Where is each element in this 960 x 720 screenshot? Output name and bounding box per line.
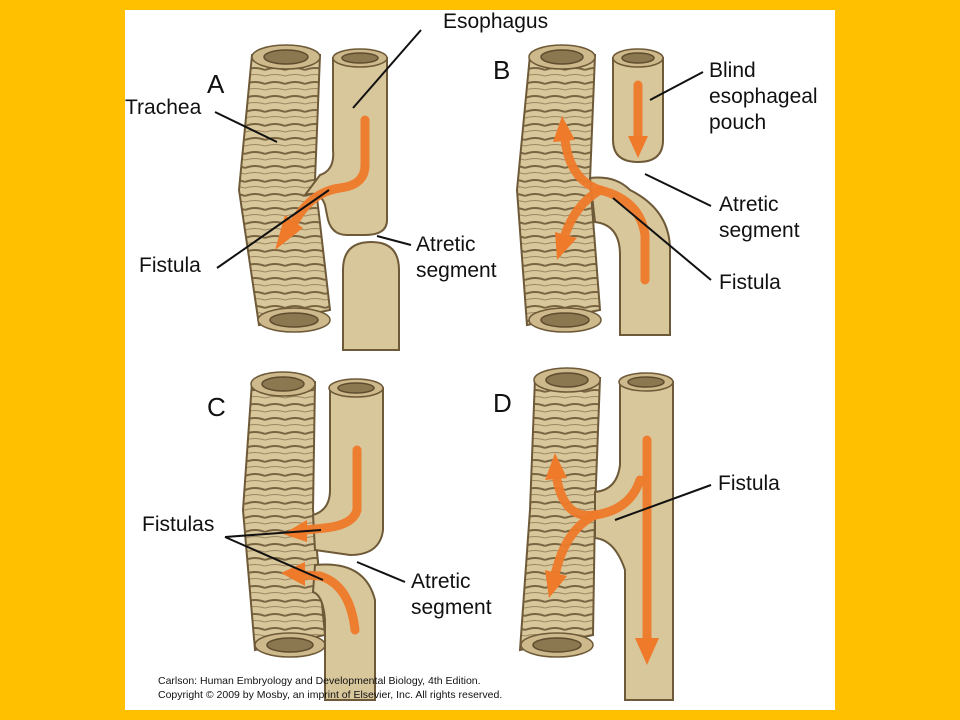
trachea-tube — [518, 367, 602, 658]
atretic-leader — [644, 173, 712, 207]
trachea-leader — [214, 111, 278, 143]
panel-a: A Esophagus Trachea Fistula Atretic segm… — [125, 10, 548, 351]
label-blind-line1: Blind — [709, 59, 756, 82]
fistula-leader — [612, 197, 712, 281]
label-fistulas: Fistulas — [142, 513, 214, 536]
panel-d: D Fistula — [493, 367, 780, 701]
fistula-leader — [216, 189, 330, 269]
fistulas-leader-upper — [224, 529, 322, 538]
atretic-segment-tube — [588, 176, 671, 336]
panel-c: C Fistulas Atretic segment — [142, 371, 492, 701]
label-atretic-line1: Atretic — [411, 570, 471, 593]
label-trachea: Trachea — [125, 96, 202, 119]
copyright-credit: Carlson: Human Embryology and Developmen… — [158, 674, 502, 702]
esophagus-tube-upper — [311, 378, 384, 557]
flow-arrows — [281, 445, 362, 635]
credit-line-1: Carlson: Human Embryology and Developmen… — [158, 675, 481, 687]
label-esophagus: Esophagus — [443, 10, 548, 33]
panel-a-letter: A — [207, 69, 225, 99]
esophagus-tube-lower — [311, 563, 376, 701]
atretic-leader — [356, 561, 406, 583]
label-atretic-line2: segment — [411, 596, 492, 619]
flow-arrows — [545, 435, 659, 665]
esophagus-leader — [352, 29, 422, 109]
panel-c-letter: C — [207, 392, 226, 422]
label-fistula: Fistula — [718, 472, 780, 495]
trachea-tube — [237, 44, 332, 333]
label-fistula: Fistula — [139, 254, 201, 277]
label-atretic-line1: Atretic — [719, 193, 779, 216]
label-blind-line2: esophageal — [709, 85, 818, 108]
panel-b: B Blind esophageal pouch Atre — [493, 44, 818, 336]
blind-pouch-leader — [649, 71, 704, 101]
figure-panel: A Esophagus Trachea Fistula Atretic segm… — [125, 10, 835, 710]
esophagus-tube — [594, 372, 674, 701]
trachea-tube — [515, 44, 602, 333]
atretic-segment-tube — [342, 240, 400, 351]
fistulas-leader-lower — [224, 536, 324, 581]
tracheoesophageal-fistula-diagram: A Esophagus Trachea Fistula Atretic segm… — [125, 10, 818, 701]
label-atretic-line2: segment — [719, 219, 800, 242]
atretic-leader — [376, 235, 412, 246]
panel-b-letter: B — [493, 55, 510, 85]
label-atretic-line2: segment — [416, 259, 497, 282]
credit-line-2: Copyright © 2009 by Mosby, an imprint of… — [158, 689, 503, 701]
panel-d-letter: D — [493, 388, 512, 418]
label-fistula: Fistula — [719, 271, 781, 294]
label-blind-line3: pouch — [709, 111, 766, 134]
fistula-leader — [614, 484, 712, 521]
label-atretic-line1: Atretic — [416, 233, 476, 256]
